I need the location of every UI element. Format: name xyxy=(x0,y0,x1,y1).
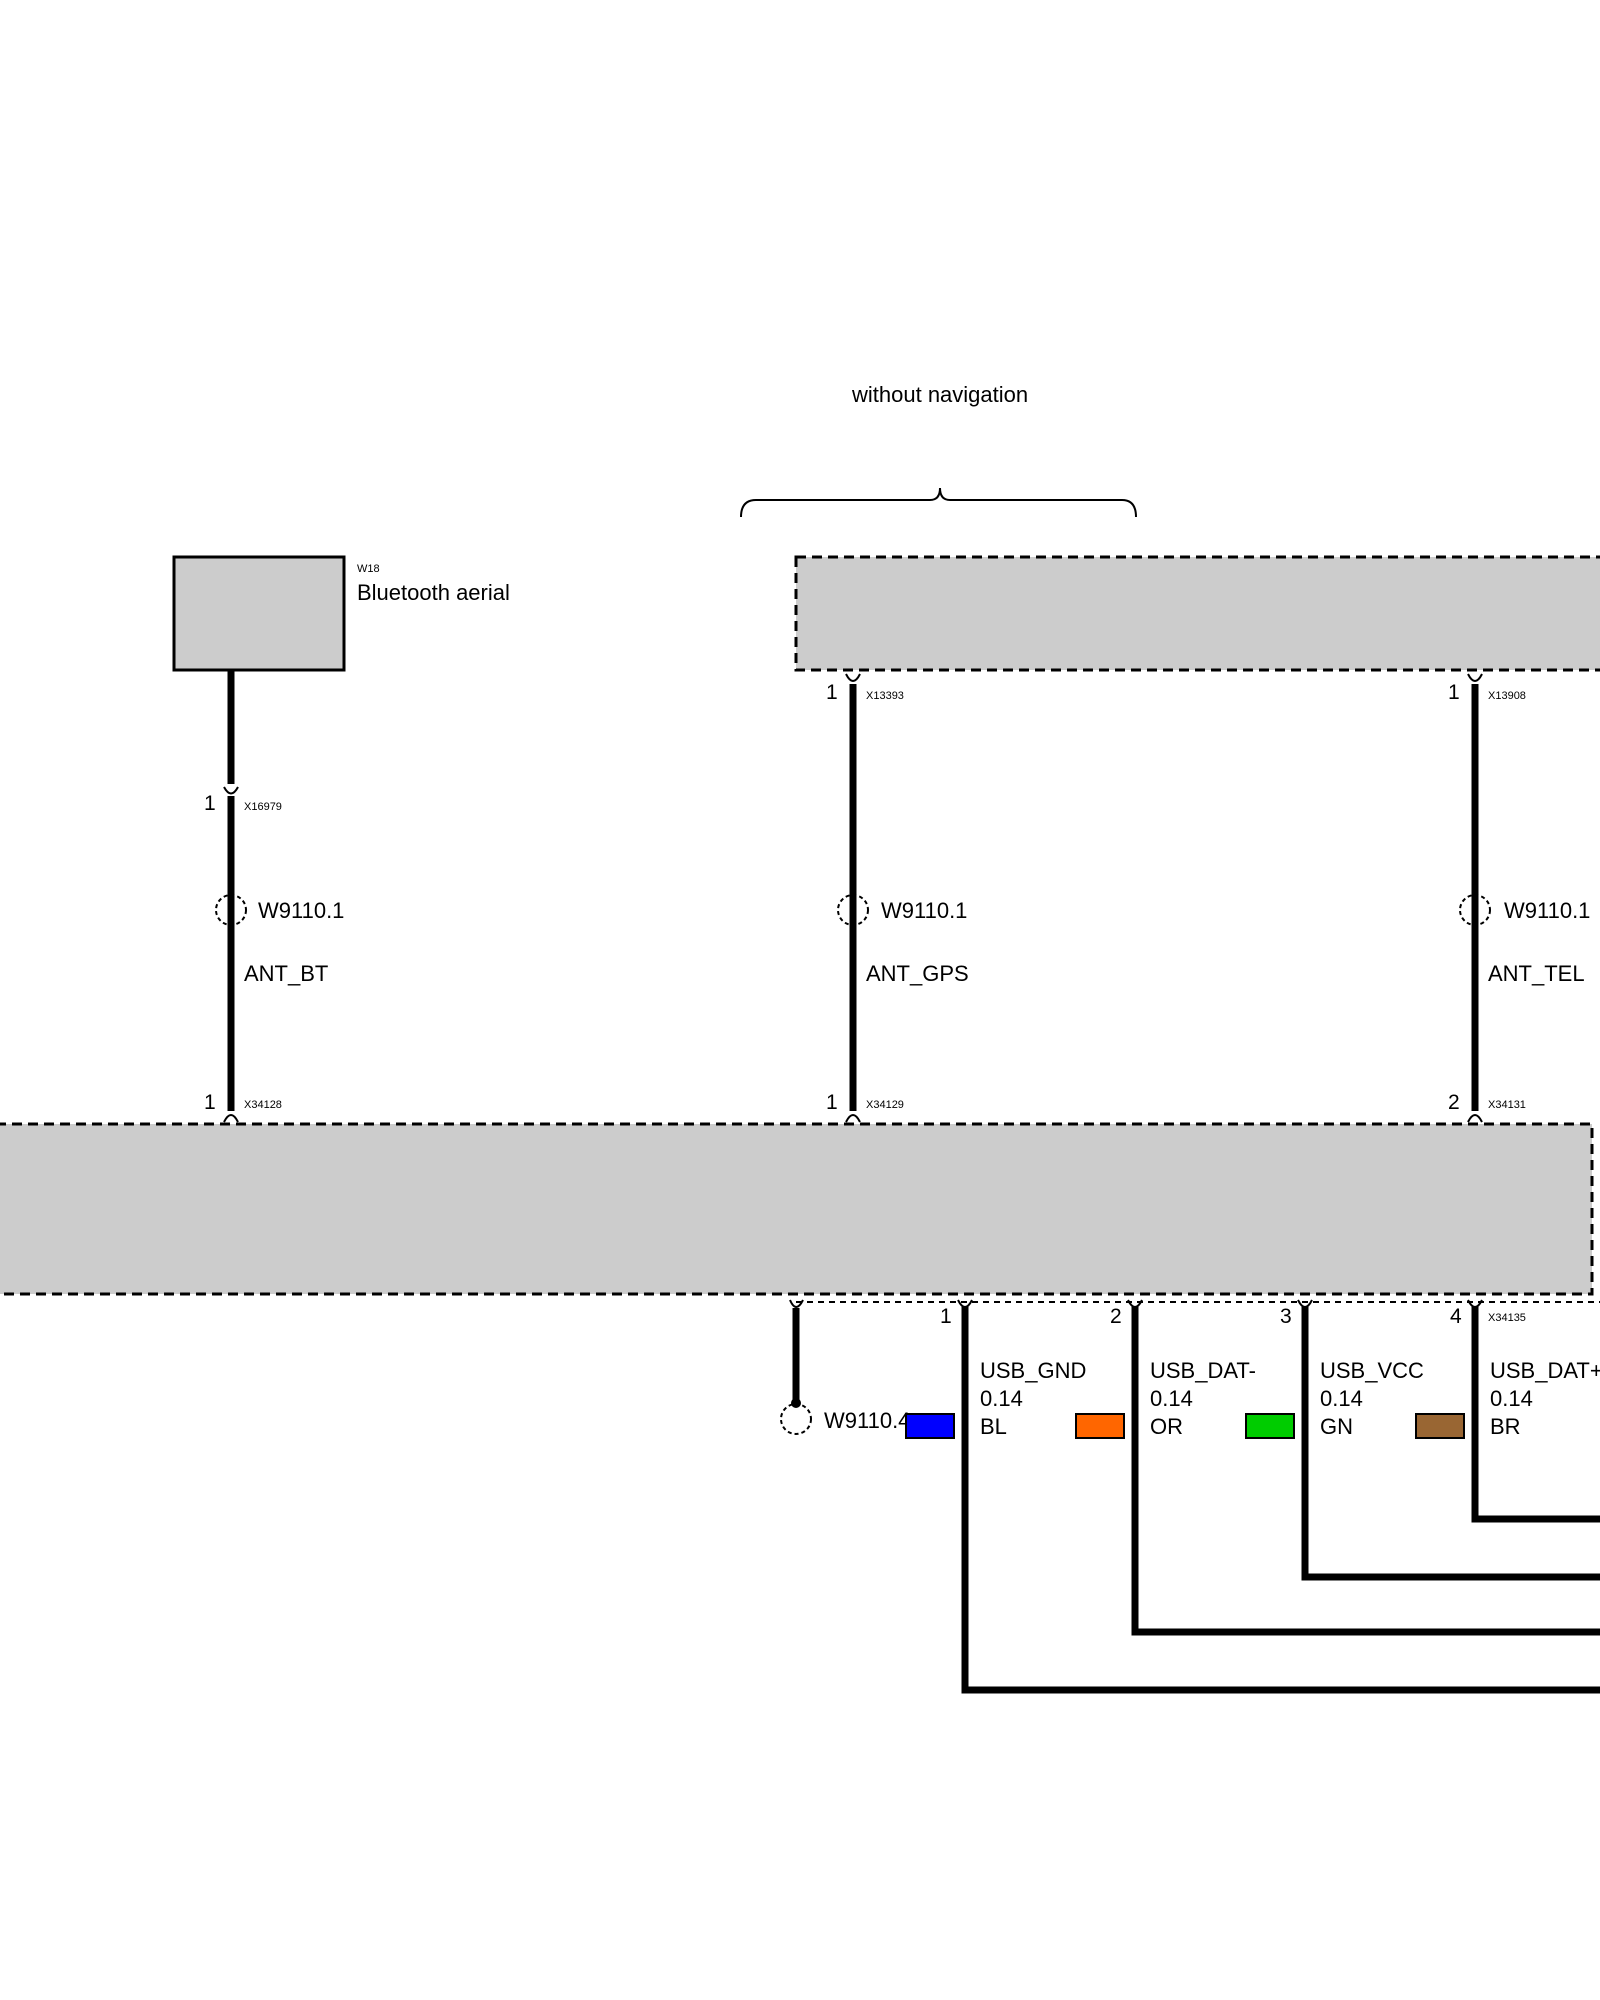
bluetooth-aerial-box xyxy=(172,555,346,672)
usb-signal-2: USB_DAT- xyxy=(1150,1358,1256,1383)
conn-gps-top: X13393 xyxy=(866,690,904,702)
usb-size-3: 0.14 xyxy=(1320,1386,1363,1411)
shield-ant-tel-icon xyxy=(1459,894,1491,926)
pin-tel-bottom: 2 xyxy=(1448,1091,1460,1114)
antenna-module-box xyxy=(794,555,1600,672)
usb-line-2: 2 USB_DAT- 0.14 OR xyxy=(1075,1299,1600,1636)
usb-line-3: 3 USB_VCC 0.14 GN xyxy=(1245,1299,1600,1581)
usb-connector-id: X34135 xyxy=(1488,1312,1526,1324)
usb-pin-4: 4 xyxy=(1450,1305,1462,1328)
shield-ant-gps-icon xyxy=(837,894,869,926)
shield-bt-label: W9110.1 xyxy=(258,898,344,923)
signal-ant-bt: ANT_BT xyxy=(244,961,328,986)
usb-color-swatch-4 xyxy=(1415,1413,1465,1439)
usb-shield-label: W9110.4 xyxy=(824,1408,910,1433)
shield-gps-label: W9110.1 xyxy=(881,898,967,923)
signal-ant-gps: ANT_GPS xyxy=(866,961,969,986)
connector-x34128-symbol xyxy=(223,1114,239,1123)
usb-signal-4: USB_DAT+ xyxy=(1490,1358,1600,1383)
pin-bt-bottom: 1 xyxy=(204,1091,216,1114)
connector-x34129-symbol xyxy=(845,1114,861,1123)
conn-bt-bottom: X34128 xyxy=(244,1099,282,1111)
conn-bt-top: X16979 xyxy=(244,801,282,813)
conn-tel-bottom: X34131 xyxy=(1488,1099,1526,1111)
usb-pin-1: 1 xyxy=(940,1305,952,1328)
connector-x13393-symbol xyxy=(845,673,861,682)
usb-color-code-1: BL xyxy=(980,1414,1007,1439)
control-unit-box xyxy=(0,1122,1594,1296)
conn-gps-bottom: X34129 xyxy=(866,1099,904,1111)
usb-line-4: 4 USB_DAT+ 0.14 BR xyxy=(1415,1299,1600,1523)
bluetooth-aerial-id: W18 xyxy=(357,563,380,575)
usb-size-4: 0.14 xyxy=(1490,1386,1533,1411)
usb-wire-2 xyxy=(1131,1306,1600,1636)
usb-color-swatch-2 xyxy=(1075,1413,1125,1439)
usb-pin-2: 2 xyxy=(1110,1305,1122,1328)
connector-x16979-symbol xyxy=(223,786,239,795)
usb-size-1: 0.14 xyxy=(980,1386,1023,1411)
usb-signal-1: USB_GND xyxy=(980,1358,1086,1383)
usb-wire-4 xyxy=(1471,1306,1600,1523)
usb-signal-3: USB_VCC xyxy=(1320,1358,1424,1383)
usb-pin-3: 3 xyxy=(1280,1305,1292,1328)
connector-x13908-symbol xyxy=(1467,673,1483,682)
without-navigation-label: without navigation xyxy=(851,382,1028,407)
conn-tel-top: X13908 xyxy=(1488,690,1526,702)
signal-ant-tel: ANT_TEL xyxy=(1488,961,1585,986)
pin-tel-top: 1 xyxy=(1448,681,1460,704)
usb-color-swatch-1 xyxy=(905,1413,955,1439)
usb-color-swatch-3 xyxy=(1245,1413,1295,1439)
usb-wire-3 xyxy=(1301,1306,1600,1581)
connector-x34131-symbol xyxy=(1467,1114,1483,1123)
bluetooth-aerial-name: Bluetooth aerial xyxy=(357,580,510,605)
usb-wire-1 xyxy=(961,1306,1600,1694)
usb-color-code-3: GN xyxy=(1320,1414,1353,1439)
usb-size-2: 0.14 xyxy=(1150,1386,1193,1411)
pin-gps-bottom: 1 xyxy=(826,1091,838,1114)
usb-line-1: 1 USB_GND 0.14 BL xyxy=(905,1299,1600,1694)
usb-color-code-4: BR xyxy=(1490,1414,1521,1439)
usb-shield-connector-symbol xyxy=(789,1299,804,1308)
usb-color-code-2: OR xyxy=(1150,1414,1183,1439)
usb-shield-icon xyxy=(780,1403,812,1435)
pin-bt-top: 1 xyxy=(204,792,216,815)
shield-ant-bt-icon xyxy=(215,894,247,926)
pin-gps-top: 1 xyxy=(826,681,838,704)
shield-tel-label: W9110.1 xyxy=(1504,898,1590,923)
without-navigation-brace xyxy=(740,487,1137,518)
